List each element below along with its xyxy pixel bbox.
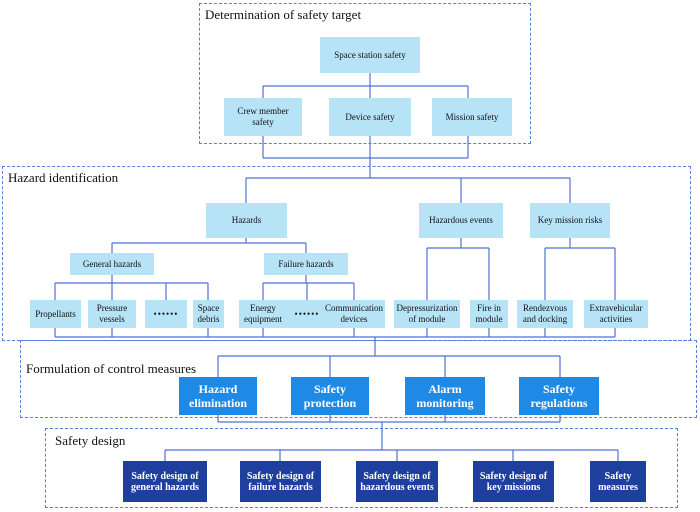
hazardous-events-box: Hazardous events bbox=[419, 203, 503, 238]
safety-measures-box: Safety measures bbox=[590, 461, 646, 502]
propellants-box: Propellants bbox=[30, 300, 81, 328]
design-hazardous-events-box: Safety design of hazardous events bbox=[356, 461, 438, 502]
crew-member-safety-box: Crew member safety bbox=[224, 98, 302, 136]
target-section-frame bbox=[199, 3, 531, 144]
space-debris-box: Space debris bbox=[193, 300, 224, 328]
rendezvous-docking-box: Rendezvous and docking bbox=[517, 300, 573, 328]
hazard-elimination-box: Hazard elimination bbox=[179, 377, 257, 415]
key-mission-risks-box: Key mission risks bbox=[530, 203, 610, 238]
failure-hazards-ellipsis-box: •••••• bbox=[287, 300, 327, 328]
failure-hazards-box: Failure hazards bbox=[264, 253, 348, 275]
safety-protection-box: Safety protection bbox=[291, 377, 369, 415]
device-safety-box: Device safety bbox=[329, 98, 411, 136]
hazards-box: Hazards bbox=[206, 203, 287, 238]
design-section-frame bbox=[45, 428, 678, 508]
depressurization-box: Depressurization of module bbox=[394, 300, 460, 328]
safety-regulations-box: Safety regulations bbox=[519, 377, 599, 415]
alarm-monitoring-box: Alarm monitoring bbox=[405, 377, 485, 415]
energy-equipment-box: Energy equipment bbox=[239, 300, 287, 328]
target-section-title: Determination of safety target bbox=[205, 7, 362, 22]
design-general-hazards-box: Safety design of general hazards bbox=[123, 461, 207, 502]
mission-safety-box: Mission safety bbox=[432, 98, 512, 136]
design-key-missions-box: Safety design of key missions bbox=[473, 461, 554, 502]
control-section-title: Formulation of control measures bbox=[26, 361, 197, 376]
hazard-section-title: Hazard identification bbox=[8, 170, 119, 185]
design-section-title: Safety design bbox=[55, 433, 126, 448]
general-hazards-ellipsis-box: •••••• bbox=[145, 300, 187, 328]
extravehicular-activities-box: Extravehicular activities bbox=[584, 300, 648, 328]
design-failure-hazards-box: Safety design of failure hazards bbox=[240, 461, 321, 502]
general-hazards-box: General hazards bbox=[70, 253, 154, 275]
fire-in-module-box: Fire in module bbox=[470, 300, 508, 328]
control-section-frame bbox=[20, 340, 697, 418]
pressure-vessels-box: Pressure vessels bbox=[88, 300, 136, 328]
communication-devices-box: Communication devices bbox=[323, 300, 385, 328]
space-station-safety-box: Space station safety bbox=[320, 37, 420, 73]
